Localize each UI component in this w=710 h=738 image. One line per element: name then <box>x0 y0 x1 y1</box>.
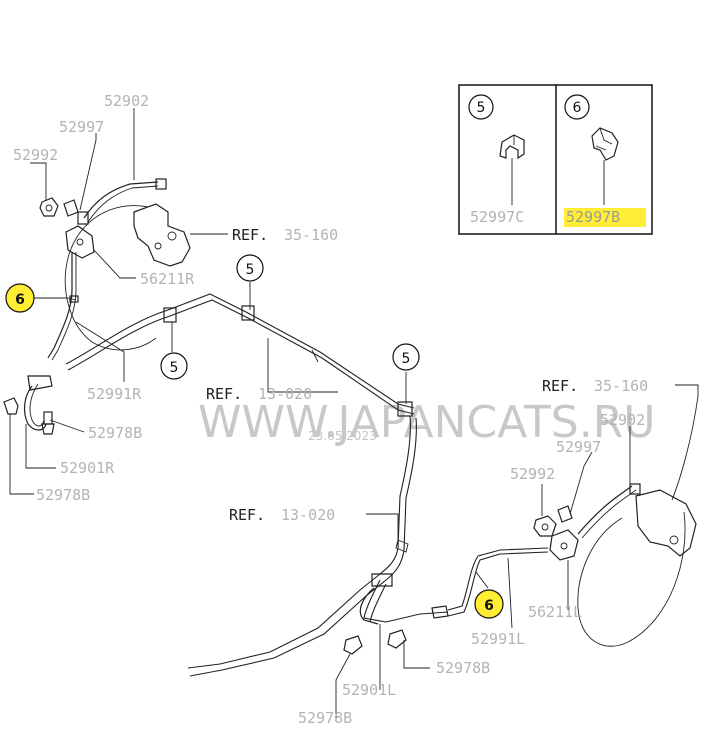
callout-5-right-label: 5 <box>402 351 411 367</box>
right-brake-assembly <box>3 178 191 435</box>
inset-part-52997b: 52997B <box>566 208 620 226</box>
pipe-clip-a <box>163 307 177 323</box>
callout-5-top-label: 5 <box>246 262 255 278</box>
ref-label-lower: REF. <box>229 506 265 524</box>
ref-13-020-lower: 13-020 <box>281 506 335 524</box>
right-brake-leaders <box>9 108 228 495</box>
clip-52997b-drawing <box>591 127 619 161</box>
part-52902-right: 52902 <box>104 92 149 110</box>
pipe-clip-c <box>397 401 413 417</box>
clip-52997c-drawing <box>499 134 525 160</box>
inset-callout-6-label: 6 <box>573 100 582 116</box>
inset-callout-5 <box>468 94 494 120</box>
date-stamp: 23.05.2023 <box>308 429 377 443</box>
callout-6-left <box>5 283 35 313</box>
ref-13-020-center: 13-020 <box>258 385 312 403</box>
part-52997-right: 52997 <box>59 118 104 136</box>
callout-5-middle-label: 5 <box>170 360 179 376</box>
inset-part-52997c: 52997C <box>470 208 524 226</box>
callout-6-left-label: 6 <box>15 292 25 308</box>
part-52992-left: 52992 <box>510 465 555 483</box>
callout-5-right <box>392 343 420 371</box>
ref-label-upper-left: REF. <box>232 226 268 244</box>
part-56211l: 56211L <box>528 603 582 621</box>
callout-5-middle <box>160 352 188 380</box>
ref-label-right: REF. <box>542 377 578 395</box>
part-52991l: 52991L <box>471 630 525 648</box>
part-52901r: 52901R <box>60 459 115 477</box>
callout-6-right <box>474 589 504 619</box>
part-52978b-left-bottom: 52978B <box>298 709 352 727</box>
part-52901l: 52901L <box>342 681 396 699</box>
part-52991r: 52991R <box>87 385 142 403</box>
part-52902-left: 52902 <box>600 411 645 429</box>
center-brake-pipes <box>65 293 549 677</box>
part-52992-right: 52992 <box>13 146 58 164</box>
left-brake-leaders <box>335 384 699 718</box>
center-leaders <box>34 282 513 629</box>
ref-label-center: REF. <box>206 385 242 403</box>
inset-callout-6 <box>564 94 590 120</box>
part-56211r: 56211R <box>140 270 195 288</box>
part-52997-left: 52997 <box>556 438 601 456</box>
pipe-clip-b <box>241 305 255 321</box>
callout-6-right-label: 6 <box>484 598 494 614</box>
highlight-52997b <box>564 208 646 227</box>
ref-35-160-left: 35-160 <box>594 377 648 395</box>
callout-5-top <box>236 254 264 282</box>
inset-callout-5-label: 5 <box>477 100 486 116</box>
part-52978b-left-right: 52978B <box>436 659 490 677</box>
ref-35-160-right: 35-160 <box>284 226 338 244</box>
watermark: WWW.JAPANCATS.RU <box>198 397 655 448</box>
part-52978b-right-lower: 52978B <box>36 486 90 504</box>
inset-box: 5 6 52997C 52997B <box>458 84 653 235</box>
part-52978b-right-upper: 52978B <box>88 424 142 442</box>
left-brake-assembly <box>343 483 697 655</box>
